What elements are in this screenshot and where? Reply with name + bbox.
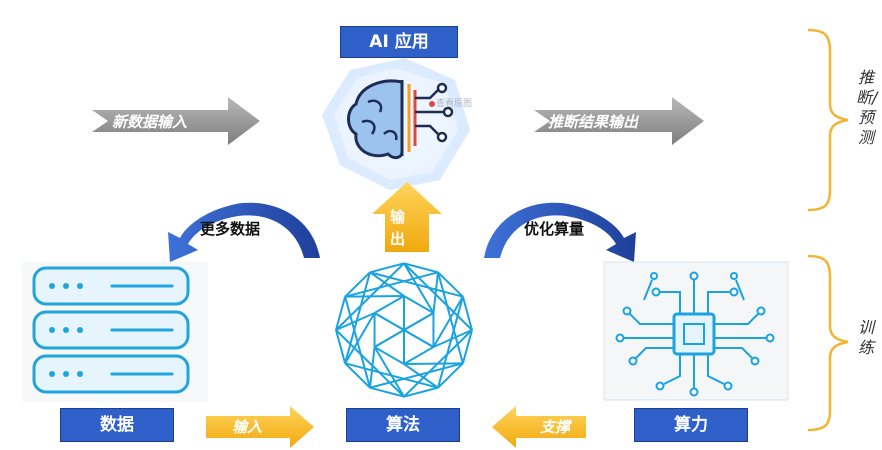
new-data-input-text: 新数据输入 — [112, 113, 188, 131]
new-data-input-arrow — [92, 97, 260, 145]
more-data-text: 更多数据 — [200, 220, 261, 238]
training-side-label: 训练 — [857, 318, 874, 357]
inference-output-text: 推断结果输出 — [548, 113, 639, 131]
input-text: 输入 — [232, 418, 263, 436]
more-data-curve-arrow — [168, 202, 320, 262]
support-text: 支撑 — [540, 418, 571, 436]
server-rack-icon — [22, 262, 208, 402]
data-label: 数据 — [60, 408, 174, 442]
output-arrow — [372, 182, 442, 252]
compute-label: 算力 — [634, 408, 748, 442]
inference-side-label: 推断/预测 — [856, 68, 878, 147]
polyhedron-network-icon — [308, 258, 500, 404]
inference-output-arrow — [534, 97, 704, 145]
optimize-compute-curve-arrow — [484, 202, 636, 262]
training-bracket — [807, 254, 849, 432]
chip-circuit-icon — [603, 261, 789, 401]
ai-app-label: AI 应用 — [340, 26, 458, 58]
watermark-text: 查看原图 — [436, 99, 473, 109]
input-arrow — [206, 406, 314, 448]
optimize-compute-text: 优化算量 — [524, 220, 585, 238]
brain-circuit-icon — [347, 79, 454, 160]
output-text: 输出 — [390, 208, 406, 248]
algorithm-label: 算法 — [346, 408, 460, 442]
inference-bracket — [807, 28, 849, 212]
support-arrow — [492, 406, 586, 448]
